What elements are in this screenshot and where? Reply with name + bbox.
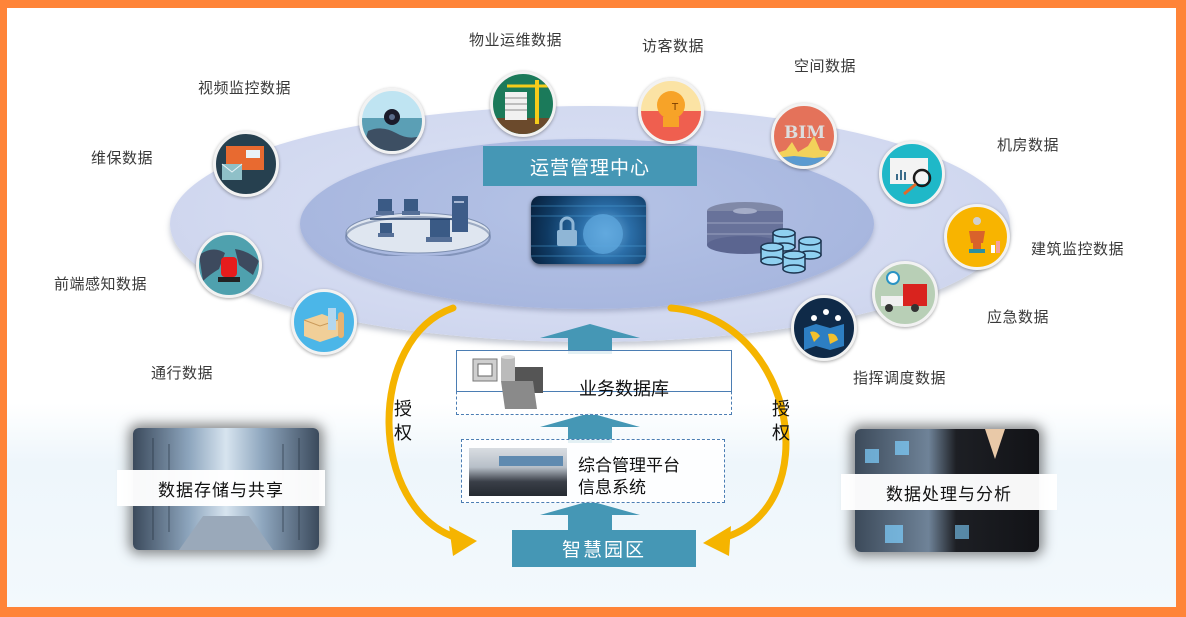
business-database-title: 业务数据库 bbox=[579, 379, 669, 400]
operations-center-title: 运营管理中心 bbox=[483, 146, 697, 186]
label-visitor-data: 访客数据 bbox=[642, 37, 705, 55]
webcam-globe-icon bbox=[359, 88, 425, 154]
label-frontend-sensing-data: 前端感知数据 bbox=[54, 275, 148, 293]
platform-title: 综合管理平台 信息系统 bbox=[578, 456, 680, 498]
database-cluster-icon bbox=[707, 201, 827, 276]
label-access-data: 通行数据 bbox=[151, 364, 214, 382]
label-spatial-data: 空间数据 bbox=[794, 57, 857, 75]
up-arrow-to-center bbox=[540, 324, 640, 354]
control-room-photo bbox=[469, 448, 567, 496]
data-storage-label: 数据存储与共享 bbox=[117, 470, 325, 506]
svg-text:BIM: BIM bbox=[784, 123, 825, 143]
label-property-maintenance-data: 物业运维数据 bbox=[469, 31, 563, 49]
bim-icon: BIM bbox=[771, 103, 837, 169]
label-emergency-data: 应急数据 bbox=[987, 308, 1050, 326]
alarm-globe-icon bbox=[196, 232, 262, 298]
integrated-platform-layer: 综合管理平台 信息系统 bbox=[461, 439, 725, 503]
dispatch-map-icon bbox=[791, 295, 857, 361]
construction-crane-icon bbox=[490, 71, 556, 137]
maintenance-mail-icon bbox=[213, 131, 279, 197]
network-icon bbox=[340, 191, 500, 258]
label-maintenance-data: 维保数据 bbox=[91, 149, 154, 167]
authorization-arrows bbox=[385, 304, 790, 556]
data-analysis-label: 数据处理与分析 bbox=[841, 474, 1057, 510]
analytics-magnifier-icon bbox=[879, 141, 945, 207]
lightbulb-visitor-icon: T bbox=[638, 78, 704, 144]
database-folder-icon bbox=[472, 355, 543, 409]
up-arrow-to-platform bbox=[540, 501, 640, 531]
smart-park-box: 智慧园区 bbox=[512, 530, 696, 567]
authorization-label-right: 授 权 bbox=[772, 399, 790, 444]
security-globe-icon bbox=[531, 196, 646, 264]
label-server-room-data: 机房数据 bbox=[997, 136, 1060, 154]
fire-truck-icon bbox=[872, 261, 938, 327]
svg-text:T: T bbox=[671, 102, 679, 113]
business-database-layer: 业务数据库 bbox=[456, 350, 732, 415]
authorization-label-left: 授 权 bbox=[394, 399, 412, 444]
package-icon bbox=[291, 289, 357, 355]
trophy-chart-icon bbox=[944, 204, 1010, 270]
label-command-dispatch-data: 指挥调度数据 bbox=[853, 369, 947, 387]
diagram-canvas: 运营管理中心 bbox=[7, 8, 1176, 607]
label-building-monitoring-data: 建筑监控数据 bbox=[1031, 240, 1125, 258]
label-video-surveillance-data: 视频监控数据 bbox=[198, 79, 292, 97]
up-arrow-to-business-db bbox=[540, 413, 640, 443]
